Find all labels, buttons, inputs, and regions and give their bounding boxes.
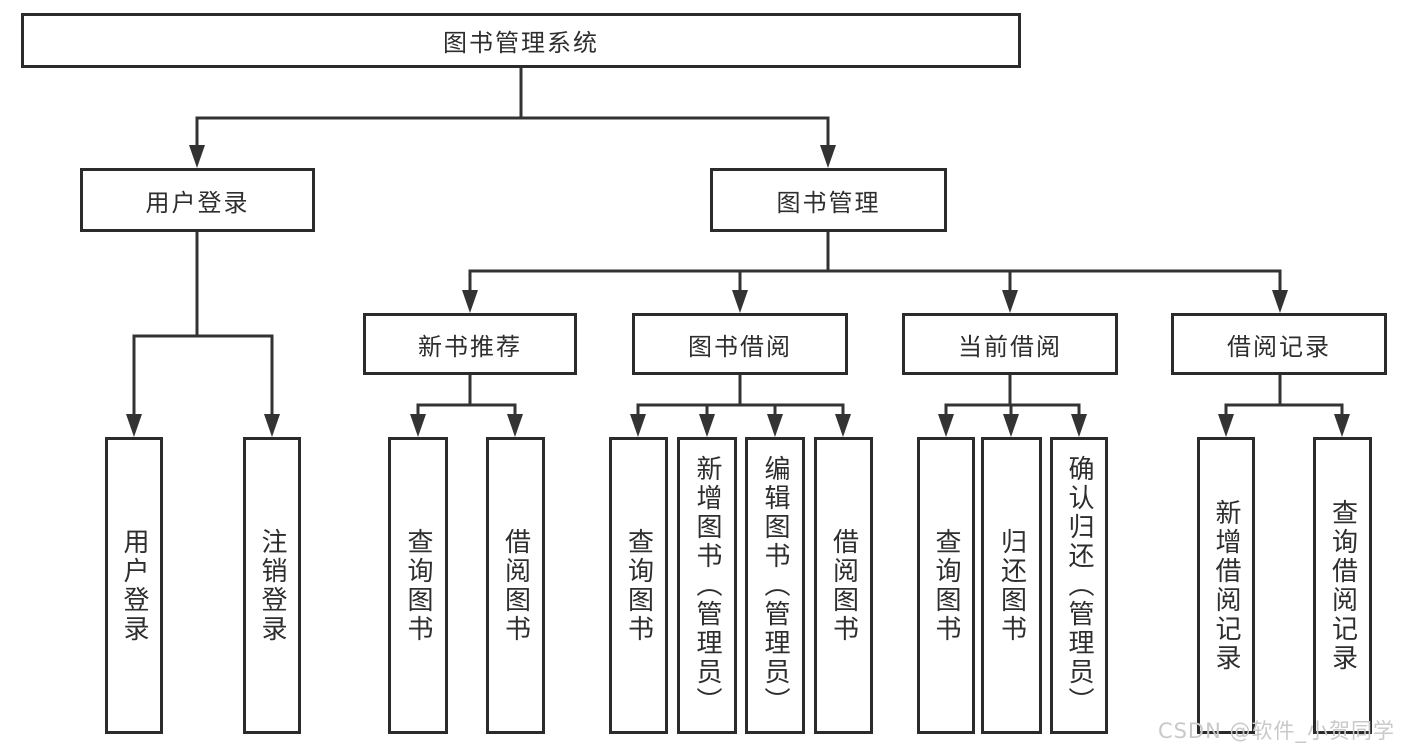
node-label: 借阅记录 bbox=[1227, 332, 1331, 361]
leaf-current-query-books: 查询图书 bbox=[917, 437, 975, 734]
node-current-borrowing: 当前借阅 bbox=[902, 313, 1118, 375]
leaf-borrowing-borrow-books: 借阅图书 bbox=[814, 437, 873, 734]
leaf-borrowing-query-books: 查询图书 bbox=[609, 437, 668, 734]
leaf-borrowing-add-books-admin: 新增图书（管理员） bbox=[677, 437, 737, 734]
node-book-management: 图书管理 bbox=[710, 168, 947, 232]
node-label: 当前借阅 bbox=[958, 332, 1062, 361]
node-label: 图书管理系统 bbox=[443, 29, 599, 57]
leaf-current-return-books: 归还图书 bbox=[981, 437, 1042, 734]
leaf-borrowing-edit-books-admin: 编辑图书（管理员） bbox=[745, 437, 805, 734]
leaf-recommend-borrow-books: 借阅图书 bbox=[486, 437, 545, 734]
node-label: 用户登录 bbox=[119, 527, 149, 644]
leaf-current-confirm-return-admin: 确认归还（管理员） bbox=[1050, 437, 1108, 734]
leaf-user-login: 用户登录 bbox=[105, 437, 163, 734]
arrowhead-group bbox=[126, 145, 1350, 437]
node-label: 新增图书（管理员） bbox=[692, 455, 722, 716]
watermark: CSDN @软件_小贺同学 bbox=[1157, 719, 1395, 743]
node-label: 查询图书 bbox=[403, 527, 433, 644]
node-label: 确认归还（管理员） bbox=[1064, 455, 1094, 716]
node-label: 图书管理 bbox=[776, 188, 881, 217]
node-label: 归还图书 bbox=[996, 527, 1027, 644]
node-library-management-system: 图书管理系统 bbox=[21, 13, 1021, 68]
node-label: 用户登录 bbox=[145, 188, 250, 217]
node-new-book-recommend: 新书推荐 bbox=[363, 313, 577, 375]
node-label: 新书推荐 bbox=[418, 332, 522, 361]
node-label: 图书借阅 bbox=[688, 332, 792, 361]
node-user-login-group: 用户登录 bbox=[80, 168, 315, 232]
leaf-records-add-record: 新增借阅记录 bbox=[1197, 437, 1255, 734]
leaf-recommend-query-books: 查询图书 bbox=[388, 437, 448, 734]
node-book-borrowing: 图书借阅 bbox=[632, 313, 848, 375]
node-label: 借阅图书 bbox=[828, 527, 859, 644]
node-label: 查询图书 bbox=[931, 527, 961, 644]
node-label: 查询图书 bbox=[623, 527, 654, 644]
node-label: 编辑图书（管理员） bbox=[760, 455, 790, 716]
node-label: 查询借阅记录 bbox=[1327, 498, 1358, 673]
leaf-logout: 注销登录 bbox=[243, 437, 301, 734]
node-label: 借阅图书 bbox=[500, 527, 531, 644]
node-borrowing-records: 借阅记录 bbox=[1171, 313, 1387, 375]
node-label: 新增借阅记录 bbox=[1211, 498, 1241, 673]
node-label: 注销登录 bbox=[257, 527, 287, 644]
leaf-records-query-record: 查询借阅记录 bbox=[1313, 437, 1372, 734]
